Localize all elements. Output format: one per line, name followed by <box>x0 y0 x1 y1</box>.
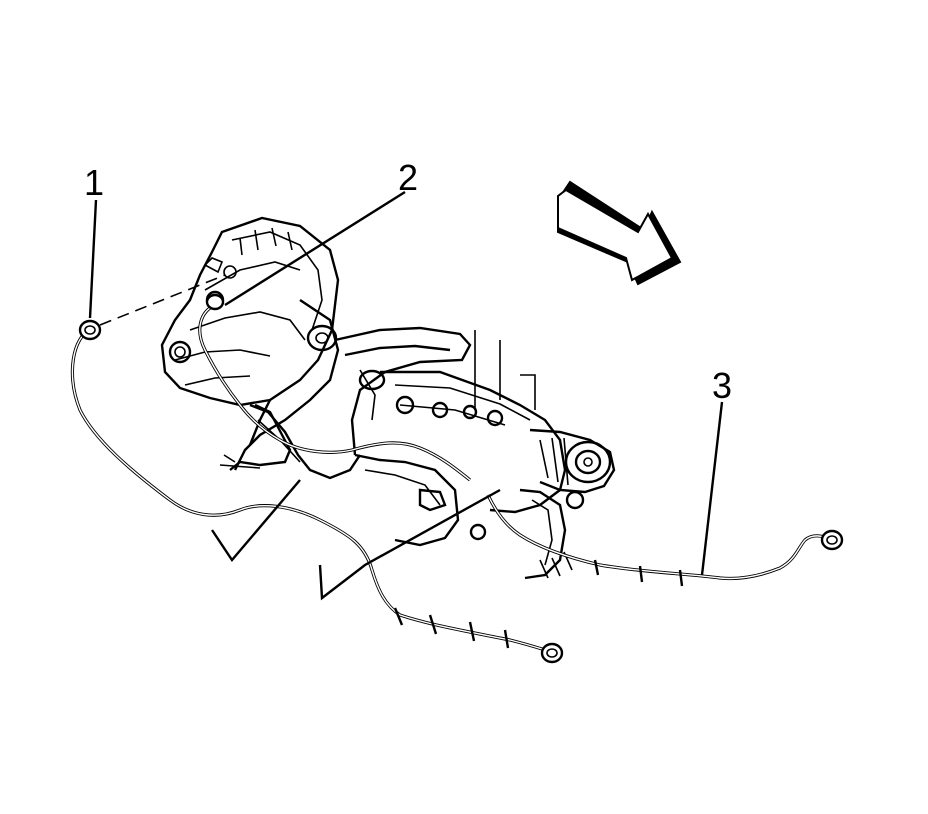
cooler-hoses <box>70 293 844 664</box>
dashed-leader-1 <box>99 274 226 326</box>
callout-2: 2 <box>398 157 418 198</box>
hose-outlet-right <box>486 494 833 581</box>
hose-inlet-long <box>70 328 553 654</box>
front-direction-arrow-icon <box>557 180 682 286</box>
callout-1: 1 <box>84 162 104 203</box>
leader-lines <box>88 190 724 576</box>
callout-3: 3 <box>712 365 732 406</box>
engine-assembly-illustration <box>160 216 616 580</box>
section-markers <box>211 479 501 601</box>
